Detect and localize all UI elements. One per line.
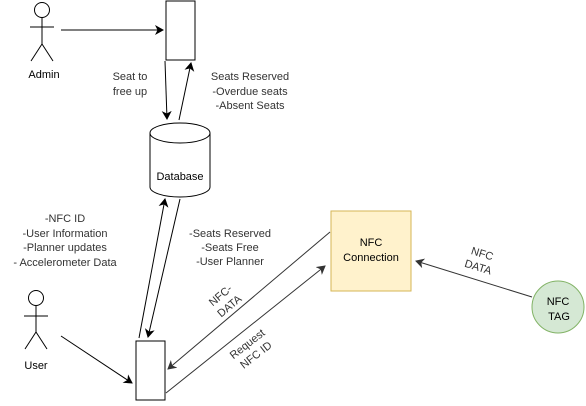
admin-interface-box bbox=[165, 0, 196, 61]
admin-actor-icon bbox=[30, 2, 54, 62]
seats-reserved-admin-label-2: -Overdue seats bbox=[212, 86, 288, 98]
request-nfc-id-label: Request NFC ID bbox=[228, 327, 275, 371]
nfc-connection-box bbox=[330, 210, 412, 292]
seat-to-free-up-label-1: Seat to bbox=[113, 71, 148, 83]
nfc-tag-circle bbox=[531, 280, 585, 334]
nfc-data-from-tag-label: NFC DATA bbox=[463, 245, 495, 277]
nfc-connection-label-line2: Connection bbox=[343, 252, 399, 264]
db-to-user-label-3: -User Planner bbox=[196, 256, 264, 268]
db-to-user-label-2: -Seats Free bbox=[201, 242, 258, 254]
user-interface-box bbox=[135, 340, 166, 401]
nfc-data-to-user-label: NFC- DATA bbox=[207, 283, 245, 320]
user-label: User bbox=[24, 360, 48, 372]
interface-to-database-arrow bbox=[161, 60, 172, 120]
user-box-to-nfc-connection-arrow bbox=[165, 265, 326, 394]
nfc-tag-label-line2: TAG bbox=[548, 311, 570, 323]
nfc-connection-label-line1: NFC bbox=[360, 237, 383, 249]
user-to-interface-arrow bbox=[60, 335, 133, 384]
seat-to-free-up-label-2: free up bbox=[113, 86, 147, 98]
user-to-db-label-3: -Planner updates bbox=[23, 242, 107, 254]
database-label: Database bbox=[156, 171, 203, 183]
nfc-tag-to-connection-arrow bbox=[415, 258, 533, 298]
user-to-db-label-4: - Accelerometer Data bbox=[13, 257, 117, 269]
seats-reserved-admin-label-1: Seats Reserved bbox=[211, 71, 289, 83]
database-to-user-box-arrow bbox=[144, 198, 181, 338]
nfc-connection-to-user-box-arrow bbox=[167, 231, 331, 370]
nfc-tag-label-line1: NFC bbox=[547, 296, 570, 308]
user-to-db-label-2: -User Information bbox=[23, 228, 108, 240]
database-to-interface-arrow bbox=[178, 62, 195, 121]
admin-label: Admin bbox=[28, 69, 59, 81]
db-to-user-label-1: -Seats Reserved bbox=[189, 228, 271, 240]
user-actor-icon bbox=[24, 290, 48, 350]
user-box-to-database-arrow bbox=[138, 198, 169, 339]
database-cylinder bbox=[149, 122, 211, 198]
user-to-db-label-1: -NFC ID bbox=[45, 213, 85, 225]
seats-reserved-admin-label-3: -Absent Seats bbox=[215, 100, 285, 112]
